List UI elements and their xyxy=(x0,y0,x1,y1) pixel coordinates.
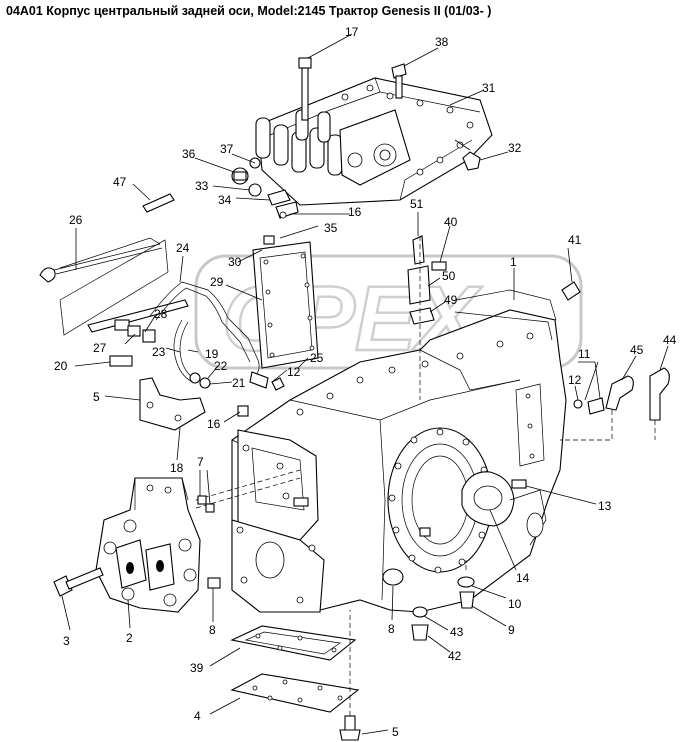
callout-27: 27 xyxy=(93,341,107,355)
callout-5: 5 xyxy=(93,390,100,404)
callout-31: 31 xyxy=(482,81,496,95)
fittings-50-51 xyxy=(407,235,447,400)
page-title: 04A01 Корпус центральный задней оси, Mod… xyxy=(6,4,492,18)
callout-4: 4 xyxy=(194,709,201,723)
leader-lines xyxy=(61,33,669,735)
fittings-right xyxy=(560,367,670,441)
pin-47 xyxy=(142,193,175,213)
dipstick-26 xyxy=(39,237,163,283)
drain-parts xyxy=(382,560,475,641)
callout-39: 39 xyxy=(190,661,204,675)
callout-32: 32 xyxy=(508,141,522,155)
callout-7: 7 xyxy=(197,455,204,469)
small-parts-middle xyxy=(189,371,285,417)
callout-21: 21 xyxy=(232,376,246,390)
cover-plate-29 xyxy=(252,235,319,369)
callout-17: 17 xyxy=(345,25,359,39)
callout-51: 51 xyxy=(410,197,424,211)
bolt-17 xyxy=(298,57,312,121)
pto-housing-2 xyxy=(95,477,221,613)
callout-23: 23 xyxy=(152,345,166,359)
callout-34: 34 xyxy=(218,193,232,207)
callout-9: 9 xyxy=(508,623,515,637)
callout-41: 41 xyxy=(568,233,582,247)
callout-28: 28 xyxy=(154,307,168,321)
callout-14: 14 xyxy=(516,571,530,585)
fitting-41 xyxy=(561,281,581,301)
callout-8-left: 8 xyxy=(209,623,216,637)
callout-24: 24 xyxy=(176,241,190,255)
callout-13: 13 xyxy=(598,499,612,513)
callout-40: 40 xyxy=(444,215,458,229)
plate-4 xyxy=(230,673,360,713)
callout-36: 36 xyxy=(182,147,196,161)
callout-30: 30 xyxy=(228,255,242,269)
callout-2: 2 xyxy=(126,631,133,645)
bolt-3 xyxy=(53,567,104,597)
callout-22: 22 xyxy=(214,359,228,373)
callout-38: 38 xyxy=(435,35,449,49)
bolt-38 xyxy=(391,63,407,99)
callout-1: 1 xyxy=(510,255,517,269)
callout-29: 29 xyxy=(210,275,224,289)
callout-43: 43 xyxy=(450,625,464,639)
callout-50: 50 xyxy=(442,269,456,283)
callout-11: 11 xyxy=(578,347,591,361)
bolt-5-bottom xyxy=(339,610,361,741)
callout-47: 47 xyxy=(113,175,127,189)
callout-18: 18 xyxy=(170,461,184,475)
callout-12: 12 xyxy=(287,365,301,379)
callout-26: 26 xyxy=(69,213,83,227)
callout-3: 3 xyxy=(63,634,70,648)
callout-44: 44 xyxy=(663,333,677,347)
callout-19: 19 xyxy=(205,347,219,361)
callout-16: 16 xyxy=(348,205,362,219)
callout-5-bottom: 5 xyxy=(392,725,399,739)
callout-8-right: 8 xyxy=(388,622,395,636)
callout-35: 35 xyxy=(324,221,338,235)
top-cover-assembly xyxy=(255,77,493,206)
callout-16-lower: 16 xyxy=(207,417,221,431)
callout-42: 42 xyxy=(448,649,462,663)
callout-37: 37 xyxy=(220,142,234,156)
callout-20: 20 xyxy=(54,359,68,373)
callout-33: 33 xyxy=(195,179,209,193)
callout-49: 49 xyxy=(444,293,458,307)
bolt-32 xyxy=(454,139,481,171)
callout-10: 10 xyxy=(508,597,522,611)
callout-labels: 17 38 31 32 37 36 33 34 47 16 35 26 24 3… xyxy=(54,25,677,739)
callout-12-right: 12 xyxy=(568,373,582,387)
main-housing-1 xyxy=(231,289,567,613)
tube-assembly-24 xyxy=(59,239,260,383)
callout-45: 45 xyxy=(630,343,644,357)
callout-25: 25 xyxy=(310,351,324,365)
bracket-18 xyxy=(109,355,206,431)
gasket-39 xyxy=(230,625,357,661)
